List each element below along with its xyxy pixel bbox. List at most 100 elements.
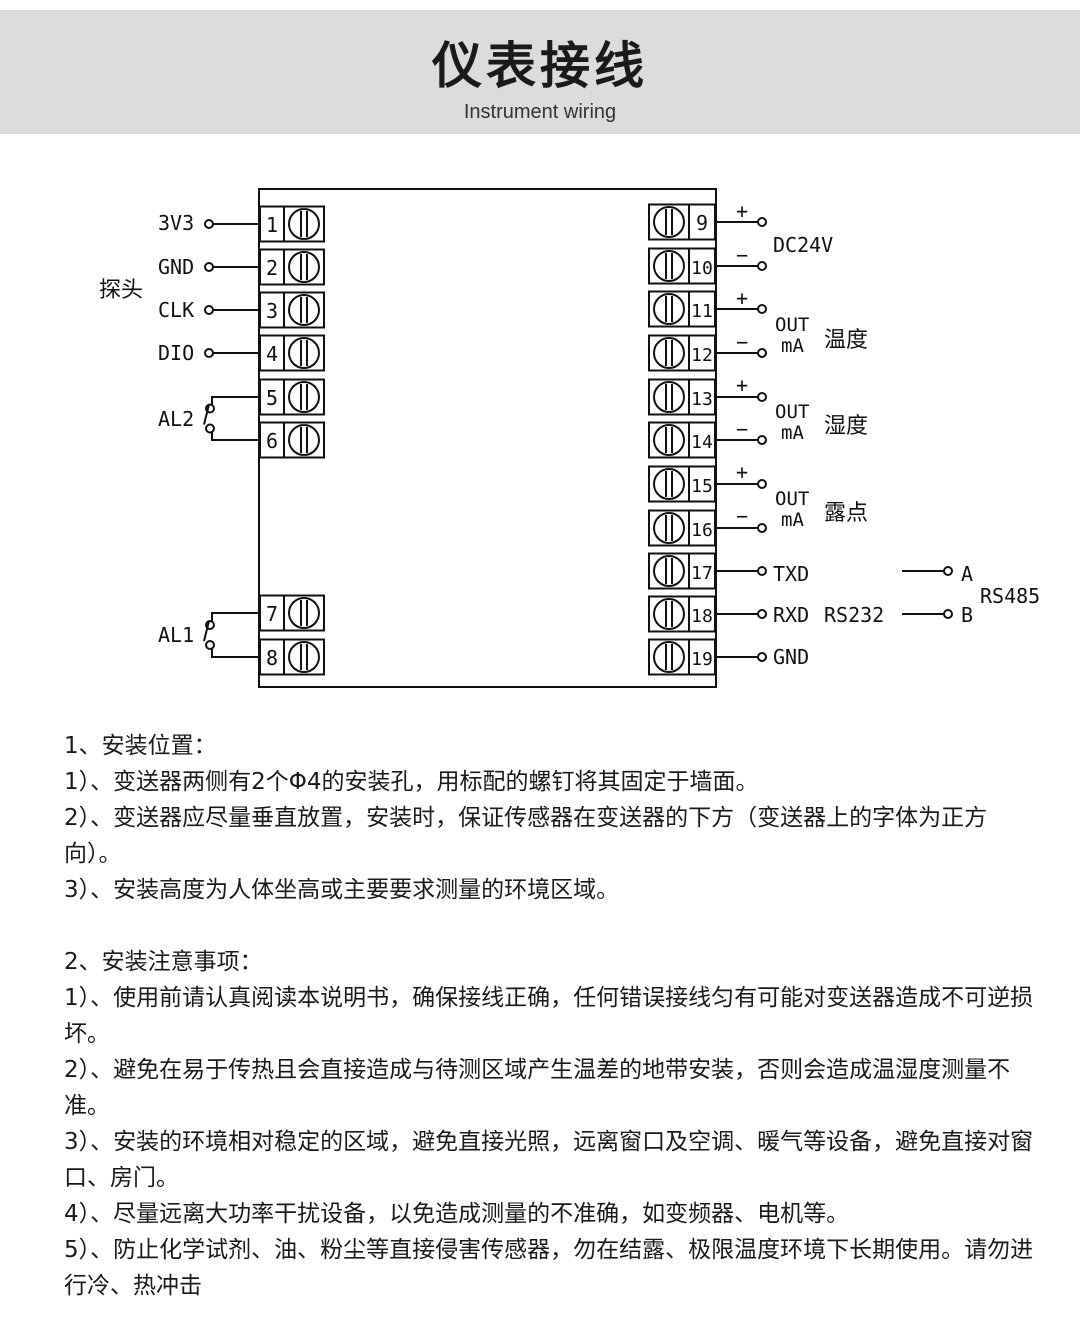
terminal-box-17 [688, 552, 716, 590]
wire-end-circle [757, 348, 767, 358]
list-item: 1）、变送器两侧有2个Φ4的安装孔，用标配的螺钉将其固定于墙面。 [64, 769, 759, 795]
list-item: 1）、使用前请认真阅读本说明书，确保接线正确，任何错误接线匀有可能对变送器造成不… [64, 985, 1034, 1047]
screw-box-5 [283, 378, 325, 416]
wire-end-circle [757, 392, 767, 402]
install-notes: 1、安装位置： 1）、变送器两侧有2个Φ4的安装孔，用标配的螺钉将其固定于墙面。… [64, 728, 1044, 1304]
terminal-label-1: 3V3 [158, 211, 194, 235]
screw-icon [288, 337, 320, 369]
terminal-box-14 [688, 421, 716, 459]
wire-end-circle [757, 217, 767, 227]
terminal-number-9: 9 [696, 211, 708, 235]
terminal-label-3: CLK [158, 298, 194, 322]
screw-box-13 [648, 378, 690, 416]
screw-icon [653, 206, 685, 238]
wire-end-circle [943, 609, 953, 619]
output-humidity: 湿度 [824, 414, 868, 439]
plus-15: + [736, 460, 748, 484]
screw-icon [288, 381, 320, 413]
terminal-number-4: 4 [266, 342, 278, 366]
wire-end-circle [757, 304, 767, 314]
list-item: 3）、安装的环境相对稳定的区域，避免直接光照，远离窗口及空调、暖气等设备，避免直… [64, 1129, 1034, 1191]
terminal-label-19: GND [773, 645, 809, 669]
screw-box-9 [648, 203, 690, 241]
terminal-label-17: TXD [773, 562, 809, 586]
output-dewpoint: 露点 [824, 501, 868, 526]
terminal-box-11 [688, 290, 716, 328]
terminal-label-18: RXD [773, 603, 809, 627]
terminal-box-13 [688, 378, 716, 416]
screw-icon [653, 641, 685, 673]
rs232-label: RS232 [824, 603, 884, 627]
screw-icon [288, 424, 320, 456]
wire-end-circle [757, 479, 767, 489]
wire-end-circle [757, 435, 767, 445]
minus-14: − [736, 417, 748, 441]
minus-10: − [736, 243, 748, 267]
terminal-box-2 [259, 248, 285, 286]
al2-label: AL2 [158, 407, 194, 431]
ma-label-dew: mA [781, 509, 804, 531]
screw-box-16 [648, 509, 690, 547]
screw-box-8 [283, 638, 325, 676]
out-label-dew: OUT [775, 488, 809, 510]
screw-box-3 [283, 291, 325, 329]
output-temperature: 温度 [824, 328, 868, 353]
terminal-number-1: 1 [266, 213, 278, 237]
terminal-number-17: 17 [691, 563, 713, 584]
wire-end-circle [757, 261, 767, 271]
minus-16: − [736, 504, 748, 528]
screw-icon [288, 251, 320, 283]
minus-12: − [736, 330, 748, 354]
wire-end-circle [757, 609, 767, 619]
terminal-label-2: GND [158, 255, 194, 279]
screw-icon [653, 381, 685, 413]
al2-relay-icon [203, 396, 260, 441]
terminal-number-11: 11 [691, 301, 713, 322]
terminal-number-16: 16 [691, 520, 713, 541]
terminal-number-12: 12 [691, 345, 713, 366]
al1-label: AL1 [158, 623, 194, 647]
screw-box-2 [283, 248, 325, 286]
terminal-box-7 [259, 594, 285, 632]
screw-icon [288, 641, 320, 673]
rs485-label: RS485 [980, 584, 1040, 608]
ma-label-humi: mA [781, 422, 804, 444]
list-item: 3）、安装高度为人体坐高或主要要求测量的环境区域。 [64, 877, 620, 903]
screw-icon [653, 424, 685, 456]
terminal-box-5 [259, 378, 285, 416]
terminal-label-4: DIO [158, 341, 194, 365]
screw-icon [288, 597, 320, 629]
terminal-number-19: 19 [691, 649, 713, 670]
screw-icon [653, 598, 685, 630]
wire-end-circle [757, 652, 767, 662]
meter-body [258, 188, 717, 688]
screw-box-12 [648, 334, 690, 372]
terminal-number-8: 8 [266, 646, 278, 670]
screw-icon [288, 294, 320, 326]
terminal-number-13: 13 [691, 389, 713, 410]
wire-end-circle [204, 305, 214, 315]
out-label-temp: OUT [775, 314, 809, 336]
screw-icon [653, 337, 685, 369]
rs485-a-label: A [961, 562, 973, 586]
header-banner: 仪表接线 Instrument wiring [0, 10, 1080, 134]
plus-13: + [736, 373, 748, 397]
wire-end-circle [204, 348, 214, 358]
terminal-number-2: 2 [266, 256, 278, 280]
screw-icon [653, 468, 685, 500]
screw-box-14 [648, 421, 690, 459]
probe-label: 探头 [99, 278, 143, 303]
screw-box-18 [648, 595, 690, 633]
terminal-box-9 [688, 203, 716, 241]
wire-end-circle [757, 566, 767, 576]
screw-box-15 [648, 465, 690, 503]
section-install-cautions: 2、安装注意事项： 1）、使用前请认真阅读本说明书，确保接线正确，任何错误接线匀… [64, 944, 1044, 1304]
out-label-humi: OUT [775, 401, 809, 423]
list-item: 2）、避免在易于传热且会直接造成与待测区域产生温差的地带安装，否则会造成温湿度测… [64, 1057, 1011, 1119]
list-item: 5）、防止化学试剂、油、粉尘等直接侵害传感器，勿在结露、极限温度环境下长期使用。… [64, 1237, 1034, 1299]
page-title: 仪表接线 [432, 37, 648, 95]
screw-box-1 [283, 205, 325, 243]
ma-label-temp: mA [781, 335, 804, 357]
